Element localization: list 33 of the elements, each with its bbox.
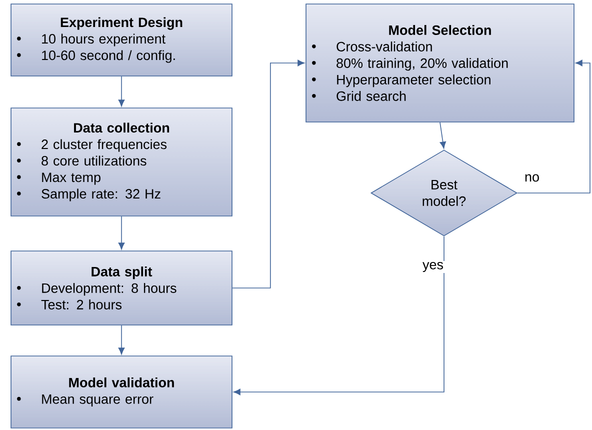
bullet-item: Grid search [336,91,406,101]
arrow [118,325,125,355]
box-heading: Model Selection [389,25,491,35]
diamond-label: Best model? [422,180,466,206]
arrow [118,216,125,250]
bullet-item: 8 core utilizations [42,156,146,166]
edge-label: no [525,174,539,182]
edge-label: yes [422,262,443,272]
bullet-item: 10 hours experiment [42,34,166,46]
bullet-item: Development: 8 hours [42,283,176,296]
arrow [233,236,444,396]
bullet-item: 10-60 second / config. [42,50,175,63]
box-heading: Data split [92,266,152,280]
bullet-item: 80% training, 20% validation [336,58,508,71]
bullet-item: 2 cluster frequencies [42,139,167,152]
process-box [10,356,232,428]
process-box [10,108,232,216]
bullet-item: Cross-validation [336,42,432,52]
bullet-item: Mean square error [42,394,154,407]
process-box [10,250,232,326]
bullet-item: Test: 2 hours [41,300,122,310]
bullet-item: Max temp [42,172,100,185]
arrow [232,60,305,288]
box-heading: Data collection [74,122,170,133]
arrow [517,60,590,194]
box-heading: Model validation [69,377,174,388]
arrow [118,76,125,107]
process-box [306,4,574,122]
bullet-item: Hyperparameter selection [337,74,490,88]
box-heading: Experiment Design [60,17,182,30]
process-box [10,4,232,76]
bullet-item: Sample rate: 32 Hz [42,188,160,202]
arrow [440,122,446,149]
